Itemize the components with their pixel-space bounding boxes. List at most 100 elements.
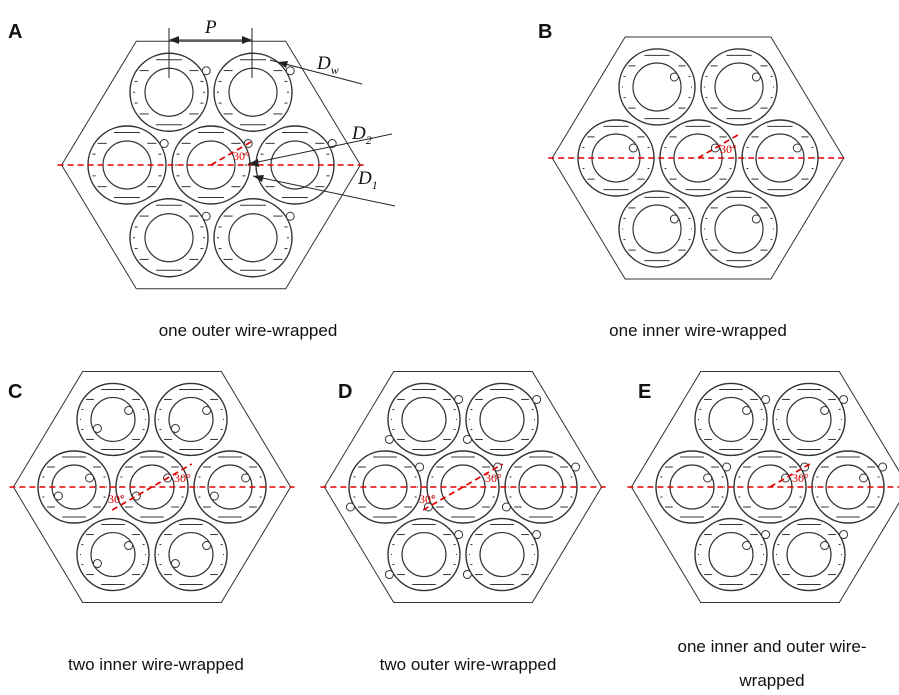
outer-wire — [839, 394, 849, 404]
fuel-rod — [811, 450, 888, 524]
inner-wire — [92, 559, 102, 569]
panel-letter: B — [538, 21, 552, 43]
inner-wire — [792, 143, 802, 153]
outer-wire — [415, 462, 425, 472]
angle-reference-line — [697, 133, 740, 159]
outer-wire — [285, 66, 295, 76]
fuel-rod — [700, 48, 778, 126]
panel-c: C 30° 30° two inner wire-wrapped — [8, 370, 295, 674]
outer-wire — [839, 530, 849, 540]
outer-wire — [462, 434, 472, 444]
inner-wire — [202, 541, 212, 551]
angle-label: 30° — [792, 471, 809, 485]
angle-label-secondary: 30° — [419, 492, 436, 506]
inner-wire — [202, 405, 212, 415]
outer-wire — [761, 530, 771, 540]
outer-wire — [384, 434, 394, 444]
duct-hexagon — [630, 370, 899, 604]
rod-bundle-lattice: 30° 30° — [9, 370, 295, 604]
outer-wire — [159, 139, 169, 148]
fuel-rod — [154, 382, 228, 457]
outer-diameter-label: D2 — [351, 123, 372, 147]
rod-bundle-lattice: 30° — [627, 370, 899, 604]
panel-caption: one inner wire-wrapped — [609, 321, 787, 340]
fuel-rod — [694, 382, 771, 457]
inner-wire — [751, 72, 761, 82]
outer-wire — [201, 66, 211, 76]
fuel-rod — [772, 382, 849, 457]
outer-wire — [384, 570, 394, 580]
fuel-rod — [772, 517, 849, 592]
inner-wire — [669, 72, 679, 82]
outer-wire — [454, 394, 464, 404]
inner-wire — [209, 491, 219, 501]
outer-wire — [878, 462, 888, 472]
inner-diameter-leader — [252, 175, 396, 207]
angle-reference-line — [769, 463, 811, 488]
fuel-rod — [213, 52, 295, 132]
inner-wire — [751, 214, 761, 224]
panel-e: E 30° one inner and outer wire- wrapped — [627, 370, 899, 690]
rod-bundle-lattice: 30° — [57, 40, 365, 290]
inner-wire — [92, 423, 102, 433]
fuel-rod — [462, 517, 542, 592]
inner-wire — [53, 491, 63, 501]
outer-wire — [532, 394, 542, 404]
panel-letter: C — [8, 381, 22, 403]
panel-caption: two inner wire-wrapped — [68, 655, 244, 674]
wire-diameter-label: Dw — [316, 53, 339, 77]
panel-letter: A — [8, 21, 22, 43]
inner-diameter-label: D1 — [357, 168, 378, 192]
panel-caption-line-2: wrapped — [738, 671, 804, 690]
panel-caption-line-1: one inner and outer wire- — [677, 637, 866, 656]
outer-wire — [462, 570, 472, 580]
fuel-rod — [154, 517, 228, 592]
inner-wire — [781, 473, 791, 483]
rod-bundle-lattice: 30° — [548, 36, 848, 280]
fuel-rod — [76, 382, 150, 457]
outer-wire — [761, 394, 771, 404]
fuel-rod — [618, 190, 696, 268]
outer-wire — [722, 462, 732, 472]
fuel-rod — [384, 517, 464, 592]
panel-d: D 30° 30° two outer wire-wrapped — [320, 370, 606, 674]
inner-wire — [628, 143, 638, 153]
inner-wire — [241, 473, 251, 483]
outer-wire — [501, 502, 511, 512]
outer-wire — [571, 462, 581, 472]
angle-reference-line — [210, 139, 254, 166]
outer-wire — [454, 530, 464, 540]
angle-label: 30° — [233, 149, 250, 163]
inner-wire — [742, 541, 752, 551]
panel-letter: E — [638, 381, 651, 403]
fuel-rod — [384, 382, 464, 457]
outer-wire — [327, 139, 337, 148]
rod-bundle-lattice: 30° 30° — [320, 370, 606, 604]
outer-wire — [532, 530, 542, 540]
outer-wire — [345, 502, 355, 512]
fuel-rod — [76, 517, 150, 592]
fuel-rod — [462, 382, 542, 457]
angle-label-secondary: 30° — [108, 492, 125, 506]
panel-caption: two outer wire-wrapped — [380, 655, 557, 674]
angle-reference-line — [111, 463, 193, 511]
inner-wire — [859, 473, 869, 483]
outer-wire — [201, 211, 211, 221]
fuel-rod — [700, 190, 778, 268]
panel-letter: D — [338, 381, 352, 403]
inner-wire — [820, 405, 830, 415]
inner-wire — [124, 541, 134, 551]
angle-label: 30° — [174, 471, 191, 485]
fuel-rod — [694, 517, 771, 592]
fuel-rod — [213, 198, 295, 278]
inner-wire — [742, 405, 752, 415]
inner-wire — [669, 214, 679, 224]
angle-label: 30° — [485, 471, 502, 485]
pitch-label: P — [204, 17, 217, 38]
outer-diameter-leader — [247, 133, 393, 165]
fuel-rod — [655, 450, 732, 524]
panel-caption: one outer wire-wrapped — [159, 321, 338, 340]
inner-wire — [85, 473, 95, 483]
inner-wire — [124, 405, 134, 415]
